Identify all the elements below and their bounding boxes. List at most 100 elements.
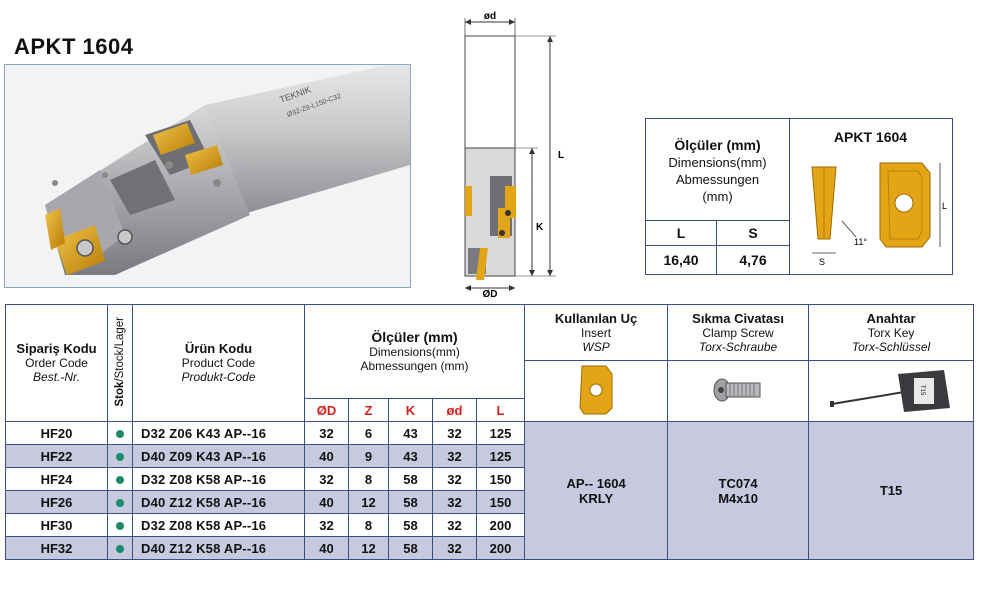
cell-l: 125 [475,421,526,445]
dim-header-l: L [475,398,526,422]
order-code: HF26 [5,490,108,514]
cell-z: 8 [348,513,389,537]
order-code: HF30 [5,513,108,537]
cell-k: 58 [388,513,433,537]
product-code: D40 Z12 K58 AP--16 [132,536,305,560]
page-title: APKT 1604 [14,34,134,59]
cell-od: 40 [304,444,349,468]
cell-od: 40 [304,490,349,514]
stock-dot-icon [116,498,124,507]
table-row[interactable]: HF22 D40 Z09 K43 AP--16 40 9 43 32 125 [5,444,974,468]
table-row[interactable]: HF26 D40 Z12 K58 AP--16 40 12 58 32 150 [5,490,974,514]
cell-od-small: 32 [432,421,477,445]
product-code: D40 Z12 K58 AP--16 [132,490,305,514]
cell-od-small: 32 [432,536,477,560]
cell-k: 58 [388,467,433,491]
cell-od-small: 32 [432,513,477,537]
dim-header-k: K [388,398,433,422]
table-row[interactable]: HF24 D32 Z08 K58 AP--16 32 8 58 32 150 [5,467,974,491]
header-dimensions: Ölçüler (mm) Dimensions(mm) Abmessungen … [303,304,526,399]
order-code: HF20 [5,421,108,445]
cell-od: 40 [304,536,349,560]
order-code: HF32 [5,536,108,560]
table-row[interactable]: HF30 D32 Z08 K58 AP--16 32 8 58 32 200 [5,513,974,537]
cell-z: 6 [348,421,389,445]
stock-indicator [107,444,133,468]
dim-header-line-2: Abmessungen [675,172,760,187]
header-torx-key: Anahtar Torx Key Torx-Schlüssel [808,304,975,361]
cell-z: 9 [348,444,389,468]
angle-label: 11° [854,237,867,247]
table-row[interactable]: HF32 D40 Z12 K58 AP--16 40 12 58 32 200 [5,536,974,560]
stock-indicator [107,467,133,491]
cell-od-small: 32 [432,490,477,514]
stock-dot-icon [116,521,124,530]
od-large-label: ØD [483,289,498,298]
cell-k: 58 [388,490,433,514]
product-code: D32 Z08 K58 AP--16 [132,467,305,491]
insert-image-cell [524,360,669,422]
header-order-code: Sipariş Kodu Order Code Best.-Nr. [5,304,108,422]
cell-l: 125 [475,444,526,468]
milling-cutter-image: TEKNIK Ø32-Z8-L150-C32 [5,65,410,287]
dim-values: 16,40 4,76 [646,245,789,274]
cell-od: 32 [304,421,349,445]
stock-dot-icon [116,452,124,461]
header-insert: Kullanılan Uç Insert WSP [524,304,669,361]
product-code: D40 Z09 K43 AP--16 [132,444,305,468]
cell-l: 200 [475,536,526,560]
header-product-code: Ürün Kodu Product Code Produkt-Code [132,304,305,422]
dim-header-bold: Ölçüler (mm) [674,137,761,153]
insert-title: APKT 1604 [833,129,908,145]
cell-l: 150 [475,467,526,491]
cell-od-small: 32 [432,444,477,468]
stock-dot-icon [116,475,124,484]
product-code: D32 Z08 K58 AP--16 [132,513,305,537]
dim-col-s: S [748,225,758,241]
dim-header-line-3: (mm) [702,189,733,204]
od-small-label: ød [484,11,496,22]
cell-l: 200 [475,513,526,537]
product-table: Sipariş Kodu Order Code Best.-Nr. Stok/S… [5,304,975,560]
tool-technical-drawing: ød ØD L K [464,11,564,298]
cell-z: 12 [348,536,389,560]
length-l-label: L [558,150,564,161]
product-code: D32 Z06 K43 AP--16 [132,421,305,445]
order-code: HF24 [5,467,108,491]
stock-dot-icon [116,544,124,553]
cell-k: 58 [388,536,433,560]
length-label: L [942,201,947,211]
dim-header-od: ØD [304,398,349,422]
dim-col-l: L [676,225,686,241]
insert-drawing: 11° S L [811,162,947,267]
thickness-s-label: S [819,257,825,267]
cell-l: 150 [475,490,526,514]
cell-k: 43 [388,444,433,468]
key-value: T15 [808,421,975,560]
length-k-label: K [536,222,544,233]
dimension-col-headers: ØD Z K ød L [6,398,974,422]
insert-icon [579,365,613,414]
screw-image-cell [667,360,810,422]
dim-value-l: 16,40 [663,251,699,268]
cell-z: 8 [348,467,389,491]
insert-dimension-table: Ölçüler (mm) Dimensions(mm) Abmessungen … [646,119,790,274]
cell-od: 32 [304,467,349,491]
insert-dimension-header: Ölçüler (mm) Dimensions(mm) Abmessungen … [646,137,789,205]
table-row[interactable]: HF20 D32 Z06 K43 AP--16 32 6 43 32 125 A… [5,421,975,560]
torx-key-icon: T15 [830,369,951,412]
product-photo: TEKNIK Ø32-Z8-L150-C32 [4,64,411,288]
stock-indicator [107,513,133,537]
key-image-cell: T15 [808,360,975,422]
insert-dimension-box: Ölçüler (mm) Dimensions(mm) Abmessungen … [645,118,953,275]
stock-dot-icon [116,429,124,438]
header-clamp-screw: Sıkma Civatası Clamp Screw Torx-Schraube [667,304,810,361]
dim-value-s: 4,76 [739,251,767,268]
stock-indicator [107,490,133,514]
dim-header-line-1: Dimensions(mm) [668,155,767,170]
stock-indicator [107,421,133,445]
dim-col-headers: L S [646,220,789,246]
cell-od-small: 32 [432,467,477,491]
order-code: HF22 [5,444,108,468]
